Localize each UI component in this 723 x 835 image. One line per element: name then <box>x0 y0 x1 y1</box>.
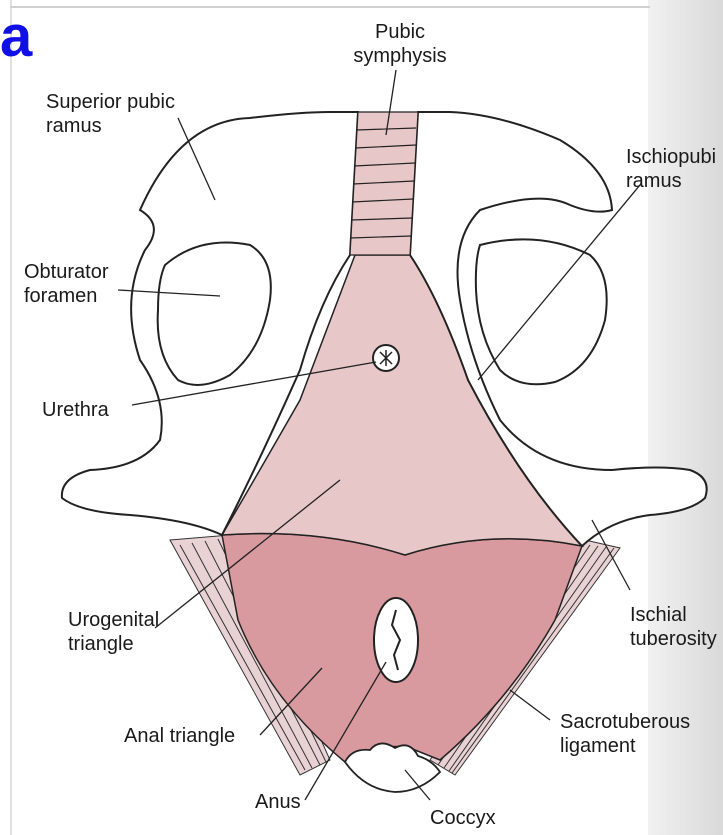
label-line: Obturator <box>24 260 108 284</box>
panel-letter: a <box>0 8 32 66</box>
label-ischial-tuberosity: Ischial tuberosity <box>630 603 717 651</box>
label-superior-pubic-ramus: Superior pubic ramus <box>46 90 175 138</box>
label-line: ramus <box>626 169 716 193</box>
label-pubic-symphysis: Pubic symphysis <box>340 20 460 68</box>
label-line: Urogenital <box>68 608 159 632</box>
label-line: triangle <box>68 632 159 656</box>
label-anus: Anus <box>255 790 301 814</box>
label-line: foramen <box>24 284 108 308</box>
label-line: Sacrotuberous <box>560 710 690 734</box>
anus-opening <box>374 598 418 682</box>
label-line: ligament <box>560 734 690 758</box>
label-line: Ischiopubi <box>626 145 716 169</box>
pubic-symphysis <box>350 112 418 255</box>
label-urethra: Urethra <box>42 398 109 422</box>
urethra-opening <box>373 345 399 371</box>
label-line: Pubic <box>340 20 460 44</box>
label-obturator-foramen: Obturator foramen <box>24 260 108 308</box>
label-sacrotuberous-ligament: Sacrotuberous ligament <box>560 710 690 758</box>
label-anal-triangle: Anal triangle <box>124 724 235 748</box>
label-ischiopubic-ramus: Ischiopubi ramus <box>626 145 716 193</box>
label-coccyx: Coccyx <box>430 806 496 830</box>
label-line: Ischial <box>630 603 717 627</box>
label-urogenital-triangle: Urogenital triangle <box>68 608 159 656</box>
label-line: tuberosity <box>630 627 717 651</box>
label-line: Superior pubic <box>46 90 175 114</box>
label-line: symphysis <box>340 44 460 68</box>
right-obturator-foramen <box>476 239 607 384</box>
label-line: ramus <box>46 114 175 138</box>
